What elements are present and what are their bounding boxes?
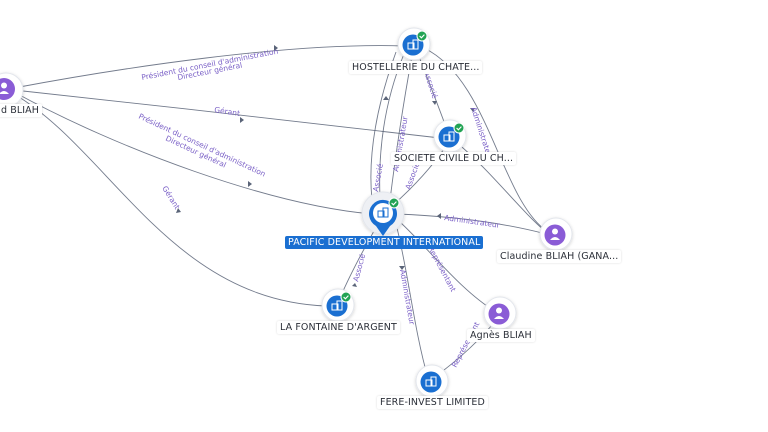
edge-bliah-fontaine[interactable]	[13, 93, 327, 307]
person-icon	[488, 303, 510, 325]
node-label-fere[interactable]: FERE-INVEST LIMITED	[377, 396, 488, 409]
node-societe[interactable]	[433, 119, 467, 153]
arrow-marker	[274, 45, 278, 51]
edge-label: Associé	[351, 252, 367, 282]
edge-hostellerie-pacific-2[interactable]	[389, 55, 413, 201]
edge-label: Représentant	[426, 245, 458, 294]
arrow-marker	[432, 101, 437, 105]
node-label-hostellerie[interactable]: HOSTELLERIE DU CHATE...	[349, 61, 483, 74]
edge-label: Président du conseil d'administration	[137, 112, 267, 179]
node-label-societe[interactable]: SOCIETE CIVILE DU CH...	[391, 152, 517, 165]
edge-label: Administrateur	[398, 269, 417, 327]
node-pacific[interactable]	[361, 191, 405, 236]
arrow-marker	[470, 108, 475, 112]
edge-bliah-pacific[interactable]	[13, 91, 373, 215]
node-claudine[interactable]	[539, 217, 573, 251]
edge-label: Associé	[371, 162, 385, 192]
edge-label: Gérant	[214, 105, 241, 118]
verified-check-icon	[453, 122, 465, 134]
arrow-marker	[437, 213, 441, 219]
arrow-marker	[352, 283, 357, 287]
node-label-pacific[interactable]: PACIFIC DEVELOPMENT INTERNATIONAL	[285, 236, 484, 249]
arrow-marker	[383, 96, 389, 100]
node-label-claudine[interactable]: Claudine BLIAH (GANA...	[497, 250, 622, 263]
person-icon	[544, 224, 566, 246]
edge-label: Associé	[403, 161, 421, 191]
arrow-marker	[240, 117, 244, 123]
node-fontaine[interactable]	[321, 288, 355, 322]
verified-check-icon	[416, 30, 428, 42]
node-label-bliah-left[interactable]: d BLIAH	[0, 104, 43, 117]
edge-label: Administrateur	[444, 213, 502, 230]
edge-label: Gérant	[160, 184, 181, 211]
node-bliah-left[interactable]	[0, 72, 24, 108]
arrow-marker	[248, 181, 252, 187]
arrow-marker	[399, 266, 405, 270]
edge-pacific-agnes[interactable]	[399, 221, 497, 313]
edge-bliah-societe[interactable]	[13, 89, 441, 139]
edge-bliah-hostellerie[interactable]	[13, 45, 405, 89]
node-agnes[interactable]	[483, 296, 517, 330]
arrow-marker	[176, 208, 181, 213]
edge-arrows	[176, 45, 475, 287]
edge-societe-claudine[interactable]	[455, 141, 547, 233]
edge-label: Associé	[422, 70, 439, 100]
node-hostellerie[interactable]	[397, 27, 431, 61]
verified-check-icon	[388, 197, 400, 209]
edge-claudine-pacific[interactable]	[395, 213, 547, 235]
node-label-agnes[interactable]: Agnès BLIAH	[467, 329, 535, 342]
verified-check-icon	[340, 291, 352, 303]
edge-label: Représentant	[450, 320, 482, 369]
edge-label: Président du conseil d'administration	[141, 47, 280, 82]
node-label-fontaine[interactable]: LA FONTAINE D'ARGENT	[277, 321, 400, 334]
node-fere[interactable]	[415, 364, 449, 398]
